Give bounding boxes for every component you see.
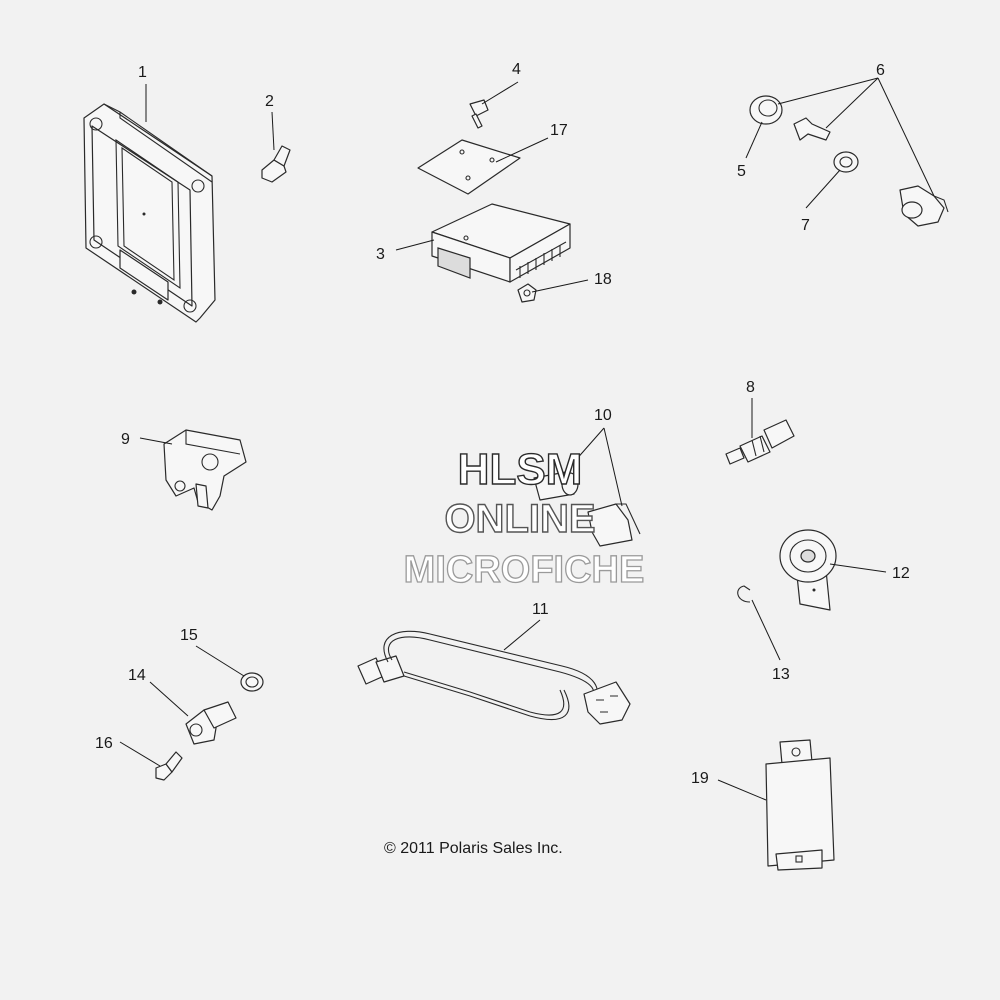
part-14-crank-sensor[interactable]	[185, 701, 237, 745]
part-18-nut[interactable]	[517, 283, 537, 303]
callout-7: 7	[801, 217, 810, 234]
callout-19: 19	[691, 770, 709, 787]
callout-2: 2	[265, 93, 274, 110]
watermark-line-2: ONLINE	[444, 497, 595, 541]
part-9-map-sensor[interactable]	[163, 429, 247, 511]
callout-15: 15	[180, 627, 198, 644]
callout-17: 17	[550, 122, 568, 139]
callout-12: 12	[892, 565, 910, 582]
copyright-notice: © 2011 Polaris Sales Inc.	[384, 840, 563, 857]
part-13-clip[interactable]	[737, 585, 751, 603]
watermark: HLSM ONLINE MICROFICHE	[403, 444, 645, 591]
callout-18: 18	[594, 271, 612, 288]
callout-13: 13	[772, 666, 790, 683]
callout-14: 14	[128, 667, 146, 684]
callout-8: 8	[746, 379, 755, 396]
part-5-cap[interactable]	[749, 95, 783, 125]
callout-9: 9	[121, 431, 130, 448]
part-11-harness[interactable]	[357, 630, 631, 725]
part-17-cover[interactable]	[417, 139, 521, 195]
part-15-o-ring[interactable]	[240, 672, 264, 692]
part-10-sensors[interactable]	[533, 471, 641, 547]
watermark-line-1: HLSM	[458, 445, 583, 494]
part-4-screw[interactable]	[469, 99, 489, 129]
part-19-module[interactable]	[765, 739, 835, 871]
callout-1: 1	[138, 64, 147, 81]
part-6-sensor[interactable]	[899, 185, 949, 227]
part-8-temp-sensor[interactable]	[725, 419, 795, 465]
callout-numbers: 1 2 3 4 5 6 7 8 9 10 11 12 13 14 15 16 1…	[95, 61, 910, 787]
callout-10: 10	[594, 407, 612, 424]
part-6-clip[interactable]	[793, 117, 831, 141]
part-3-relay-box[interactable]	[431, 203, 571, 283]
callout-5: 5	[737, 163, 746, 180]
part-12-knock-sensor[interactable]	[779, 529, 837, 611]
watermark-line-3: MICROFICHE	[404, 549, 645, 591]
callout-16: 16	[95, 735, 113, 752]
part-2-bolt[interactable]	[261, 145, 291, 183]
callout-4: 4	[512, 61, 521, 78]
part-1-ecu[interactable]	[83, 103, 216, 323]
part-16-bolt[interactable]	[155, 751, 183, 781]
leader-lines	[119, 77, 935, 801]
callout-11: 11	[532, 601, 549, 618]
callout-3: 3	[376, 246, 385, 263]
callout-6: 6	[876, 62, 885, 79]
part-7-washer[interactable]	[833, 151, 859, 173]
